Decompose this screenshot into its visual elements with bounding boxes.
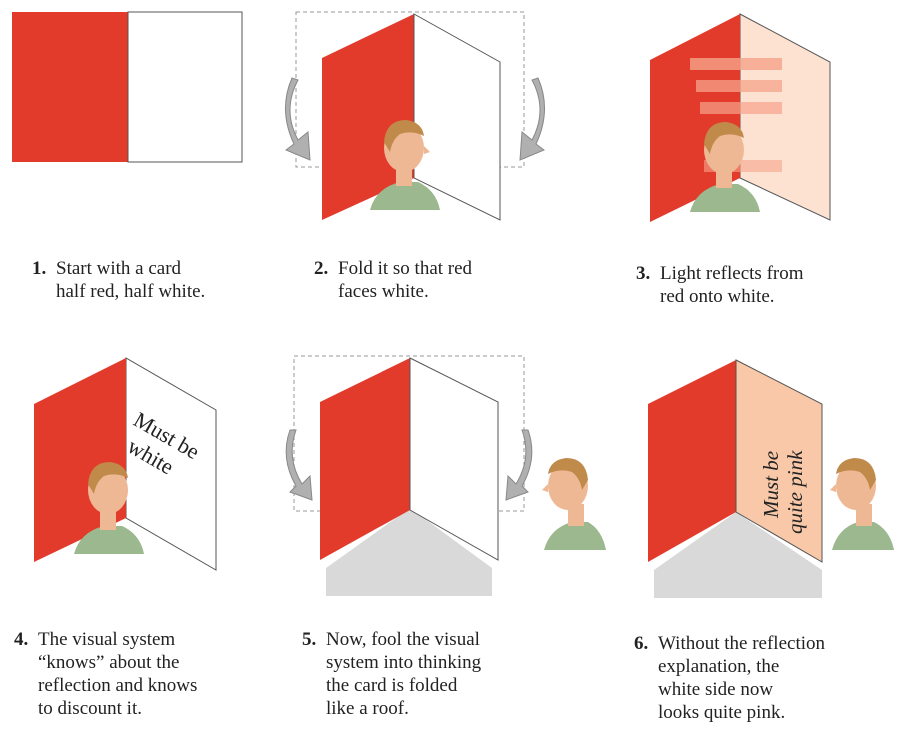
step-text-line: explanation, the <box>658 655 898 678</box>
step-number: 3. <box>636 262 650 285</box>
step-text-line: like a roof. <box>326 697 566 720</box>
step-text-line: white side now <box>658 678 898 701</box>
viewer-head <box>830 458 894 550</box>
folded-card-drawing <box>280 0 570 240</box>
step-text-line: Light reflects from <box>660 262 899 285</box>
step-text-line: Fold it so that red <box>338 257 578 280</box>
panel-6-looks-pink: Must be quite pink <box>630 340 899 600</box>
step-number: 2. <box>314 257 328 280</box>
step-number: 5. <box>302 628 316 651</box>
card-white-face-tinted <box>740 14 830 220</box>
step-number: 6. <box>634 632 648 655</box>
step-text-line: reflection and knows <box>38 674 278 697</box>
step-number: 4. <box>14 628 28 651</box>
step-text-line: looks quite pink. <box>658 701 898 724</box>
step-text-line: Without the reflection <box>658 632 898 655</box>
panel-5-folded-like-roof <box>280 340 610 600</box>
panel-3-light-reflects <box>620 0 880 240</box>
panel-2-folded-card <box>280 0 570 240</box>
step-text-line: system into thinking <box>326 651 566 674</box>
panel-4-must-be-white: Must be white <box>20 340 260 580</box>
label-must-be-pink-line-1: Must be <box>759 451 783 519</box>
step-text-line: faces white. <box>338 280 578 303</box>
discount-reflection-drawing: Must be white <box>20 340 260 580</box>
step-text-line: The visual system <box>38 628 278 651</box>
step-number: 1. <box>32 257 46 280</box>
card-white-half <box>128 12 242 162</box>
step-text-line: Now, fool the visual <box>326 628 566 651</box>
rotate-arrow-right-icon <box>506 430 532 500</box>
flat-card-drawing <box>0 0 260 240</box>
step-text-line: the card is folded <box>326 674 566 697</box>
panel-1-flat-card <box>0 0 260 240</box>
roof-fold-drawing <box>280 340 610 600</box>
rotate-arrow-right-icon <box>520 78 545 160</box>
viewer-head <box>542 458 606 550</box>
step-text-line: half red, half white. <box>56 280 296 303</box>
reflection-drawing <box>620 0 880 240</box>
label-must-be-pink-line-2: quite pink <box>783 450 807 534</box>
step-text-line: red onto white. <box>660 285 899 308</box>
step-text-line: “knows” about the <box>38 651 278 674</box>
rotate-arrow-left-icon <box>285 78 310 160</box>
step-text-line: to discount it. <box>38 697 278 720</box>
pink-card-drawing: Must be quite pink <box>630 340 899 600</box>
rotate-arrow-left-icon <box>286 430 312 500</box>
card-red-half <box>12 12 128 162</box>
step-text-line: Start with a card <box>56 257 296 280</box>
